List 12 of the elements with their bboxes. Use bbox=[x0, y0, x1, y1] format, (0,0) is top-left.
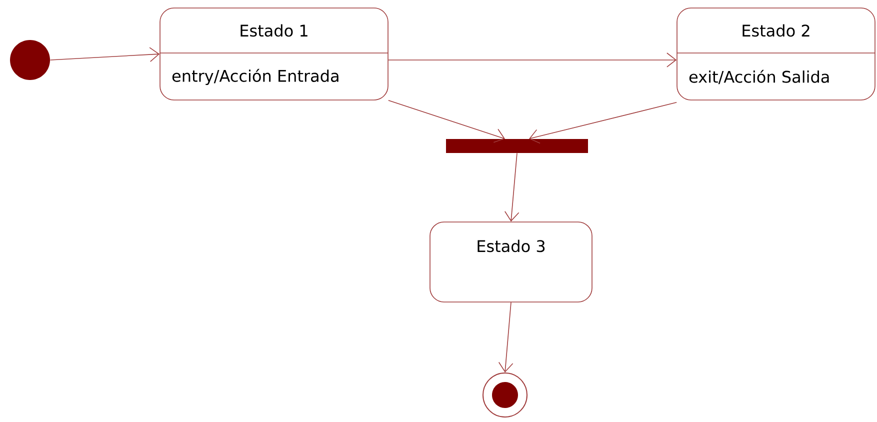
state-box: Estado 1 entry/Acción Entrada bbox=[160, 8, 388, 100]
arrow bbox=[529, 102, 677, 144]
arrow bbox=[498, 302, 514, 372]
state-box: Estado 2 exit/Acción Salida bbox=[676, 8, 876, 100]
initial-state bbox=[10, 40, 50, 80]
final-state bbox=[482, 372, 528, 418]
state-box: Estado 3 bbox=[430, 222, 592, 302]
fork-bar bbox=[446, 139, 588, 153]
arrow bbox=[504, 152, 520, 222]
arrow bbox=[50, 47, 160, 62]
arrow bbox=[388, 52, 677, 68]
arrow bbox=[388, 100, 505, 143]
